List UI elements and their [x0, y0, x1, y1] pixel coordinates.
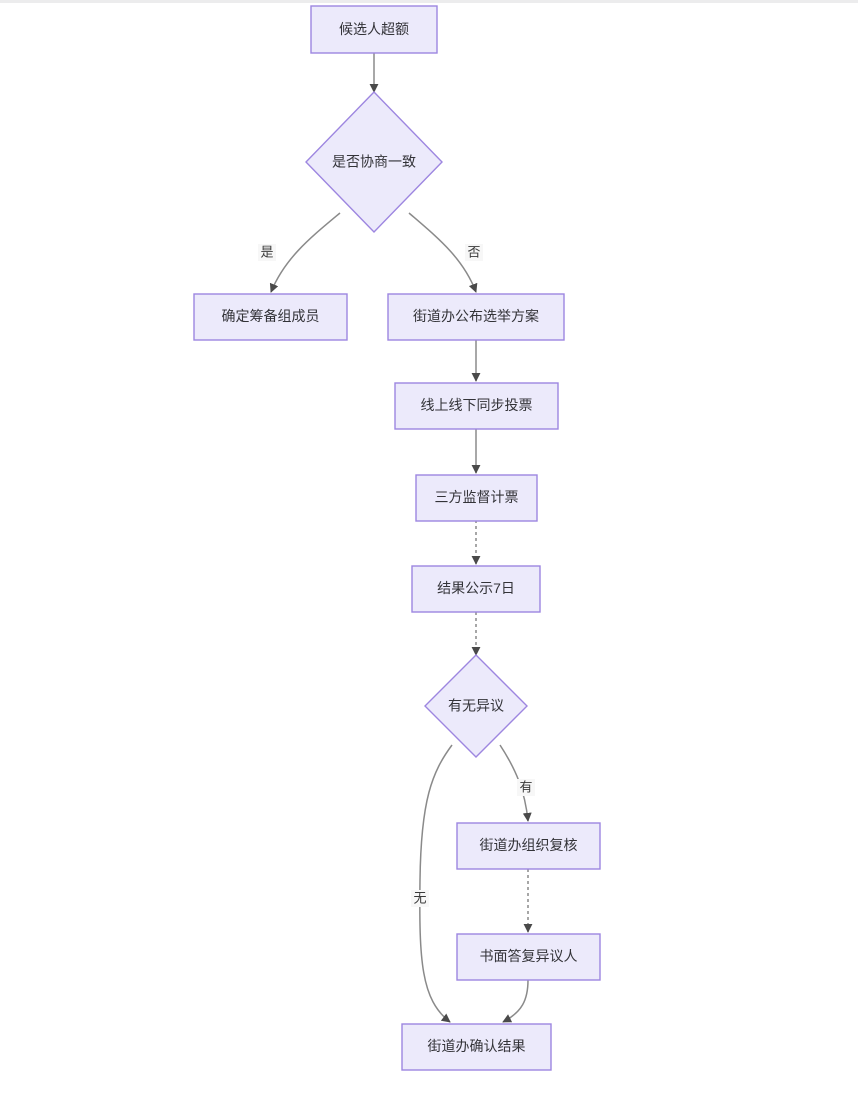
node-label: 街道办确认结果: [428, 1038, 526, 1054]
edge-label-bg-no-objection: [411, 890, 429, 907]
node-publish-election-plan[interactable]: 街道办公布选举方案: [387, 293, 565, 341]
node-label: 线上线下同步投票: [421, 397, 533, 413]
edge-label-yes: 是: [260, 244, 273, 259]
edge-consensus-no-to-plan: [408, 212, 478, 293]
node-shape-diamond[interactable]: [305, 90, 443, 234]
edge-label-group: 是 否 有 无: [258, 244, 535, 907]
node-label: 结果公示7日: [437, 580, 515, 596]
edge-written-reply-to-confirm: [502, 979, 529, 1023]
edge-label-bg-no: [465, 244, 483, 261]
node-shape-rect[interactable]: [394, 382, 559, 430]
edge-label-no: 否: [467, 244, 480, 259]
node-shape-rect[interactable]: [456, 822, 601, 870]
node-shape-rect[interactable]: [387, 293, 565, 341]
node-tripartite-supervised-count[interactable]: 三方监督计票: [415, 474, 538, 522]
node-label: 是否协商一致: [332, 154, 416, 170]
node-shape-rect[interactable]: [401, 1023, 552, 1071]
node-consensus-decision[interactable]: 是否协商一致: [305, 90, 443, 234]
edge-label-bg-has-objection: [517, 779, 535, 796]
edge-consensus-yes-to-prep: [269, 212, 341, 293]
node-label: 有无异议: [448, 698, 504, 714]
edge-label-has-objection: 有: [519, 779, 532, 794]
node-label: 确定筹备组成员: [222, 308, 320, 324]
node-shape-rect[interactable]: [193, 293, 348, 341]
node-shape-rect[interactable]: [456, 933, 601, 981]
edge-objection-no-to-confirm: [419, 744, 453, 1023]
node-subdistrict-review[interactable]: 街道办组织复核: [456, 822, 601, 870]
node-results-publicity-7-days[interactable]: 结果公示7日: [411, 565, 541, 613]
node-shape-diamond[interactable]: [424, 654, 528, 758]
node-shape-rect[interactable]: [310, 5, 438, 54]
node-label: 书面答复异议人: [480, 948, 578, 964]
node-online-offline-voting[interactable]: 线上线下同步投票: [394, 382, 559, 430]
edge-group: [269, 53, 533, 1023]
node-written-reply-to-objector[interactable]: 书面答复异议人: [456, 933, 601, 981]
canvas-top-divider: [0, 0, 858, 3]
node-candidate-overflow[interactable]: 候选人超额: [310, 5, 438, 54]
node-label: 候选人超额: [339, 21, 409, 37]
node-label: 三方监督计票: [435, 489, 519, 505]
node-shape-rect[interactable]: [415, 474, 538, 522]
node-label: 街道办组织复核: [480, 837, 578, 853]
node-objection-decision[interactable]: 有无异议: [424, 654, 528, 758]
node-shape-rect[interactable]: [411, 565, 541, 613]
node-subdistrict-confirm-result[interactable]: 街道办确认结果: [401, 1023, 552, 1071]
node-confirm-prep-members[interactable]: 确定筹备组成员: [193, 293, 348, 341]
edge-label-bg-yes: [258, 244, 276, 261]
edge-label-no-objection: 无: [413, 890, 426, 905]
node-label: 街道办公布选举方案: [413, 308, 539, 324]
